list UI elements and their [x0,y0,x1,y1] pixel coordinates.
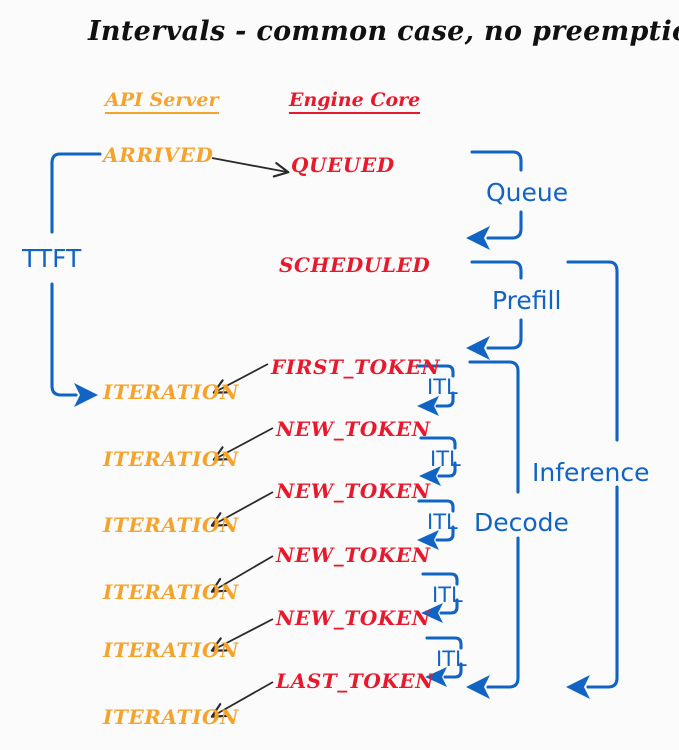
interval-label-queue: Queue [486,178,569,207]
state-iteration-5: ITERATION [103,638,239,662]
arrow-left-icon-queue [466,226,490,250]
queue-bracket-lower [486,210,523,240]
ttft-bracket-lower [50,282,78,397]
interval-label-itl-2: ITL [430,447,461,471]
state-new-token-2: NEW_TOKEN [276,479,431,503]
column-header-engine-core: Engine Core [289,91,421,114]
arrow-left-icon-prefill [466,336,490,360]
page-title: Intervals - common case, no preemptions [88,16,679,47]
interval-label-itl-5: ITL [436,647,467,671]
arrow-left-icon-inference [566,675,590,699]
interval-label-ttft: TTFT [22,244,82,273]
ttft-bracket-upper [50,152,102,234]
interval-label-inference: Inference [532,458,650,487]
decode-bracket-lower [486,536,520,689]
interval-label-prefill: Prefill [492,286,562,315]
interval-label-decode: Decode [474,508,569,537]
state-iteration-4: ITERATION [103,580,239,604]
state-queued: QUEUED [291,153,395,177]
interval-label-itl-1: ITL [427,375,458,399]
decode-bracket-upper [468,360,520,494]
arrow-left-icon-itl-1 [417,396,439,416]
arrow-left-icon-decode [466,675,490,699]
state-arrived: ARRIVED [103,143,214,167]
interval-label-itl-4: ITL [432,583,463,607]
arrow-right-icon-ttft [74,383,98,407]
queue-bracket-upper [470,150,523,172]
inference-bracket-lower [586,485,619,689]
state-iteration-6: ITERATION [103,705,239,729]
state-scheduled: SCHEDULED [279,253,431,277]
state-new-token-1: NEW_TOKEN [276,417,431,441]
state-iteration-1: ITERATION [103,380,239,404]
prefill-bracket-upper [470,260,523,280]
state-last-token: LAST_TOKEN [276,669,435,693]
state-new-token-4: NEW_TOKEN [276,606,431,630]
column-header-api-server: API Server [105,91,219,114]
state-new-token-3: NEW_TOKEN [276,543,431,567]
interval-label-itl-3: ITL [427,510,458,534]
state-iteration-2: ITERATION [103,447,239,471]
state-iteration-3: ITERATION [103,513,239,537]
state-first-token: FIRST_TOKEN [271,355,441,379]
arrow-arrived-to-queued [211,157,290,178]
prefill-bracket-lower [486,318,523,350]
inference-bracket-upper [566,260,619,442]
